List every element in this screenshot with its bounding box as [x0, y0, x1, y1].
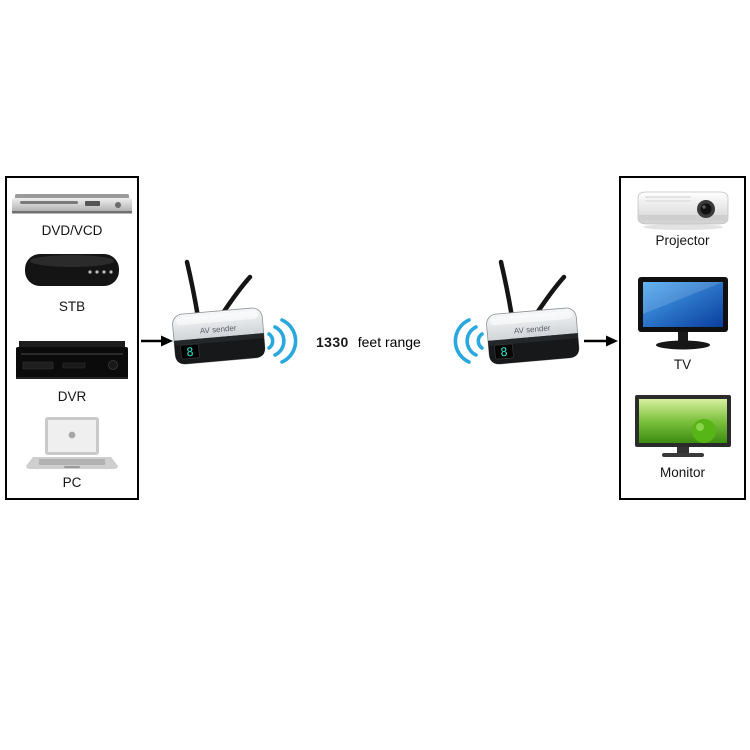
wifi-signal-transmitter-icon — [267, 318, 298, 364]
dvr-icon — [16, 341, 128, 379]
transmitter-channel-display: 8 — [186, 345, 194, 360]
receiver-brand-label: AV sender — [513, 323, 551, 335]
transmitter-brand-label: AV sender — [199, 323, 237, 335]
device-label-dvr: DVR — [57, 389, 87, 404]
set-top-box-icon — [25, 254, 119, 286]
av-transmitter-device: AV sender 8 — [172, 259, 266, 365]
laptop-icon — [26, 417, 118, 469]
device-label-tv: TV — [673, 357, 692, 372]
device-label-monitor: Monitor — [659, 465, 705, 480]
arrow-receiver-to-displays-icon — [584, 335, 618, 347]
tv-icon — [637, 277, 728, 350]
range-unit: feet range — [357, 334, 421, 350]
device-label-dvd: DVD/VCD — [41, 223, 103, 238]
projector-icon — [637, 191, 728, 230]
range-label: 1330 feet range — [316, 333, 421, 351]
receiver-channel-display: 8 — [500, 345, 508, 360]
device-label-stb: STB — [58, 299, 86, 314]
wifi-signal-receiver-icon — [453, 318, 484, 364]
antenna-left-icon — [498, 259, 515, 320]
monitor-icon — [634, 395, 731, 457]
av-receiver-device: AV sender 8 — [486, 259, 580, 365]
device-label-pc: PC — [62, 475, 82, 490]
dvd-player-icon — [12, 194, 132, 214]
range-value: 1330 — [316, 334, 349, 350]
antenna-right-icon — [534, 274, 567, 316]
device-label-projector: Projector — [655, 233, 710, 248]
antenna-left-icon — [184, 259, 201, 320]
antenna-right-icon — [220, 274, 253, 316]
arrow-sources-to-transmitter-icon — [141, 335, 173, 347]
display-devices-panel: Projector TV Monitor — [619, 176, 746, 500]
source-devices-panel: DVD/VCD STB DVR PC — [5, 176, 139, 500]
